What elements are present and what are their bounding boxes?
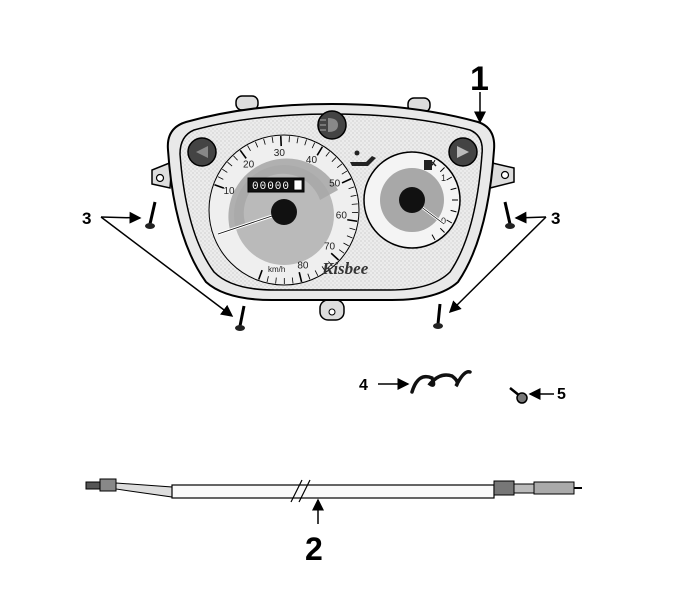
left-turn-signal-icon (187, 137, 217, 167)
fuel-tick (431, 234, 436, 241)
cable-sheath (171, 484, 495, 499)
speedometer-hub (271, 199, 297, 225)
speed-tick (233, 155, 238, 161)
speed-tick (271, 136, 274, 143)
speed-tick-label: 80 (297, 261, 309, 272)
speed-tick-label: 70 (324, 241, 336, 252)
speed-tick (336, 163, 343, 168)
speed-tick (307, 273, 311, 280)
speed-tick (247, 145, 251, 152)
speed-tick (325, 151, 330, 157)
screw-upper-right (503, 201, 515, 229)
speed-tick (316, 146, 324, 156)
fuel-gauge-tick-marks (431, 159, 458, 241)
cable-end-left (85, 481, 101, 490)
speed-tick (338, 249, 345, 254)
fuel-gauge: 1 0 (363, 151, 461, 249)
callout-4: 4 (359, 377, 368, 394)
speed-tick (227, 161, 233, 167)
speed-tick (348, 186, 355, 190)
speed-tick (298, 271, 303, 283)
fuel-tick (439, 167, 445, 173)
fuel-tick (446, 176, 453, 181)
speed-tick (314, 270, 319, 276)
speed-tick (350, 194, 357, 197)
brand-logo: Kisbee (321, 259, 369, 278)
speed-tick (341, 170, 348, 175)
speed-tick (217, 176, 224, 180)
fuel-empty-mark: 0 (441, 216, 446, 226)
speed-unit-label: km/h (268, 265, 285, 274)
speed-tick-label: 30 (274, 148, 286, 159)
speed-tick (255, 141, 259, 148)
fuel-tick (446, 219, 453, 224)
fuel-full-mark: 1 (441, 173, 446, 183)
speed-tick-label: 20 (243, 160, 255, 171)
fuel-tick (450, 187, 457, 191)
odometer-window (247, 177, 305, 193)
speed-tick (239, 149, 247, 159)
speed-tick (331, 157, 337, 162)
speed-tick (341, 178, 352, 184)
speed-tick-label: 60 (336, 211, 348, 222)
callout-1: 1 (470, 60, 489, 98)
screw-lower-left (235, 305, 246, 331)
right-turn-signal-icon (448, 137, 478, 167)
high-beam-icon (317, 110, 347, 140)
callout-5: 5 (557, 386, 566, 403)
fuel-tick (450, 209, 457, 213)
cable-end-right (533, 481, 575, 495)
speed-tick (275, 277, 277, 284)
speed-tick (343, 242, 349, 247)
speed-tick (347, 218, 358, 223)
speed-tick (214, 183, 225, 189)
speed-tick (346, 235, 353, 239)
speed-tick (349, 227, 356, 231)
speed-tick (266, 276, 269, 283)
callout-2: 2 (305, 531, 323, 567)
speed-tick (321, 266, 326, 272)
fuel-tick (439, 227, 445, 233)
small-screw (509, 387, 528, 404)
speed-tick (257, 269, 263, 280)
speed-tick (328, 261, 333, 267)
speed-tick-label: 50 (329, 179, 341, 190)
fuel-gauge-hub (399, 187, 425, 213)
speed-tick (263, 138, 266, 145)
speed-tick (330, 252, 340, 261)
speedometer-cable (85, 478, 582, 503)
fuel-pump-icon (424, 160, 437, 170)
odometer-value: 00000 (252, 181, 290, 193)
callout-3-left: 3 (82, 209, 91, 228)
speed-tick-label: 40 (306, 155, 318, 166)
speed-tick (222, 168, 228, 173)
callout-3-right: 3 (551, 209, 560, 228)
speed-tick (291, 277, 294, 284)
speed-tick (304, 139, 307, 146)
speedometer: 10 20 30 40 50 60 70 80 00000 km/h (208, 134, 360, 286)
leader-lines (100, 92, 554, 524)
wire-clip (410, 370, 472, 394)
speed-tick (311, 142, 316, 149)
screw-upper-left (145, 201, 157, 229)
speed-tick-label: 10 (223, 186, 235, 197)
speedometer-tick-labels: 10 20 30 40 50 60 70 80 (223, 148, 347, 272)
speedometer-tick-marks (214, 136, 358, 285)
oil-warning-icon (350, 150, 376, 166)
screw-lower-right (433, 303, 443, 329)
speed-tick (296, 137, 299, 144)
